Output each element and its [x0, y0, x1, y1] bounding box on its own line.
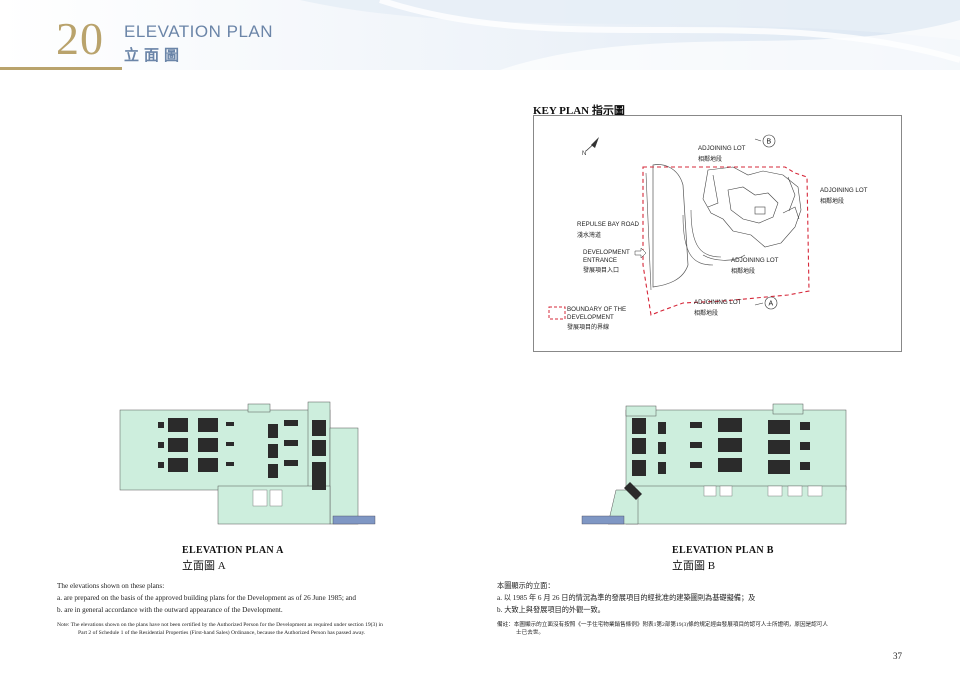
notes-en-note-1: Note: The elevations shown on the plans …: [57, 622, 383, 628]
adjoining-lot-top-en: ADJOINING LOT: [698, 145, 746, 152]
entrance-label-zh: 發展項目入口: [583, 268, 620, 274]
adjoining-lot-bottom-zh: 相鄰地段: [694, 311, 719, 317]
adjoining-lot-mid-en: ADJOINING LOT: [731, 257, 779, 264]
elevation-b-title-en: ELEVATION PLAN B: [672, 545, 774, 556]
entrance-label-en-2: ENTRANCE: [583, 257, 618, 264]
entrance-label-en-1: DEVELOPMENT: [583, 249, 630, 256]
page-title-en: ELEVATION PLAN: [124, 22, 274, 41]
elevation-a-title-en: ELEVATION PLAN A: [182, 545, 284, 556]
road-label-en: REPULSE BAY ROAD: [577, 221, 640, 228]
page-title-zh: 立面圖: [124, 47, 185, 64]
elevation-b-title-zh: 立面圖 B: [672, 560, 716, 572]
boundary-label-en-2: DEVELOPMENT: [567, 314, 614, 321]
road-label-zh: 淺水灣道: [577, 233, 602, 239]
entrance-arrow-icon: [634, 247, 647, 259]
adjoining-lot-right-zh: 相鄰地段: [820, 199, 845, 205]
notes-zh-note-1: 備註：本圖顯示的立面沒有按照《一手住宅物業銷售條例》附表1第2部第19(3)條的…: [497, 622, 828, 628]
section-number: 20: [56, 13, 104, 64]
notes-en-note-2: Part 2 of Schedule 1 of the Residential …: [78, 630, 366, 636]
notes-zh-note-2: 士已去世。: [516, 630, 544, 636]
key-plan-frame: [533, 115, 902, 352]
notes-zh-intro: 本圖顯示的立面：: [497, 582, 555, 590]
marker-b: B: [754, 134, 776, 148]
marker-a: A: [754, 296, 778, 310]
header-wave-background: [0, 0, 960, 70]
notes-en-b: b. are in general accordance with the ou…: [57, 606, 283, 614]
marker-a-label: A: [769, 301, 774, 308]
boundary-label-en-1: BOUNDARY OF THE: [567, 306, 627, 313]
notes-en-intro: The elevations shown on these plans:: [57, 582, 165, 590]
adjoining-lot-right-en: ADJOINING LOT: [820, 187, 868, 194]
elevation-b-drawing: [581, 403, 847, 525]
key-plan-drawing: N B A: [548, 134, 810, 320]
svg-text:N: N: [582, 151, 586, 157]
key-plan-title: KEY PLAN 指示圖: [533, 105, 625, 117]
elevation-a-drawing: [119, 401, 376, 525]
north-arrow-icon: N: [582, 137, 599, 157]
notes-zh-a: a. 以 1985 年 6 月 26 日的情況為準的發展項目的經批准的建築圖則為…: [497, 594, 756, 602]
notes-zh-b: b. 大致上與發展項目的外觀一致。: [497, 606, 605, 614]
notes-en-a: a. are prepared on the basis of the appr…: [57, 594, 356, 602]
elevation-a-title-zh: 立面圖 A: [182, 560, 226, 572]
adjoining-lot-bottom-en: ADJOINING LOT: [694, 299, 742, 306]
boundary-legend-swatch: [548, 306, 566, 320]
adjoining-lot-mid-zh: 相鄰地段: [731, 269, 756, 275]
section-rule: [0, 67, 122, 70]
adjoining-lot-top-zh: 相鄰地段: [698, 157, 723, 163]
boundary-label-zh: 發展項目的界線: [567, 325, 610, 331]
marker-b-label: B: [767, 139, 772, 146]
page-number: 37: [893, 651, 902, 661]
